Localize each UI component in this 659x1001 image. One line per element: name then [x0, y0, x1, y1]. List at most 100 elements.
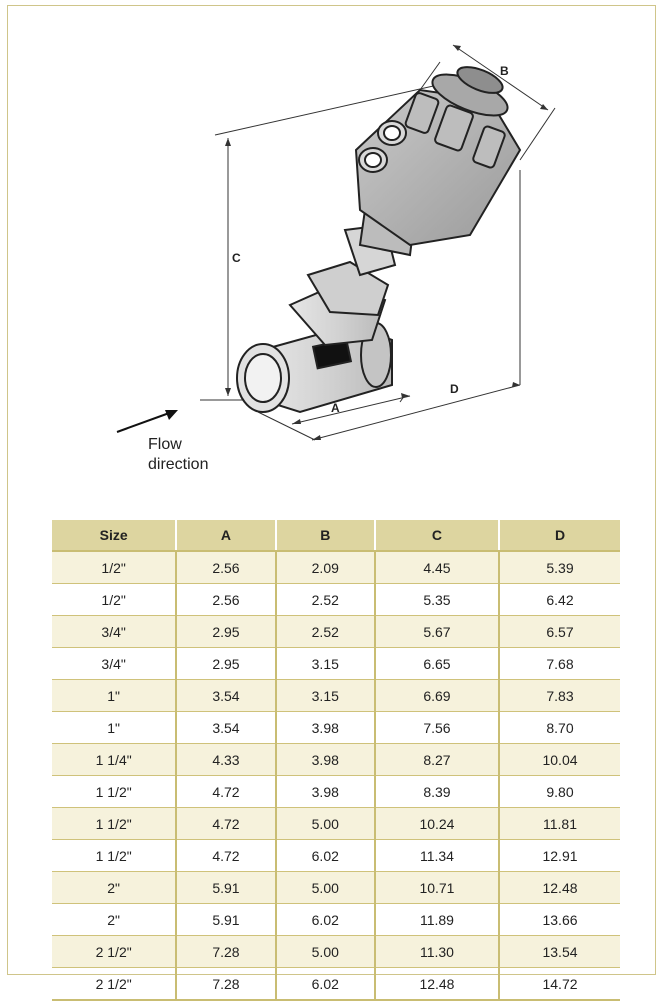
dimension-label-b: B	[500, 64, 509, 78]
column-header-d: D	[499, 520, 620, 552]
cell-d: 14.72	[499, 967, 620, 1001]
flow-label-line-1: Flow	[148, 436, 182, 453]
cell-size: 2 1/2"	[52, 935, 178, 968]
cell-a: 4.72	[176, 839, 277, 872]
cell-c: 11.34	[374, 839, 501, 872]
cell-c: 5.35	[374, 583, 501, 616]
cell-size: 1 1/2"	[52, 775, 178, 808]
cell-d: 13.66	[499, 903, 620, 936]
cell-b: 3.15	[275, 679, 376, 712]
column-header-b: B	[275, 520, 376, 552]
cell-c: 8.27	[374, 743, 501, 776]
cell-c: 8.39	[374, 775, 501, 808]
column-header-size: Size	[52, 520, 178, 552]
flow-direction-label: Flow direction	[148, 435, 208, 475]
cell-b: 2.09	[275, 551, 376, 584]
cell-b: 3.15	[275, 647, 376, 680]
cell-d: 10.04	[499, 743, 620, 776]
dimension-label-d: D	[450, 382, 459, 396]
cell-size: 2"	[52, 903, 178, 936]
cell-a: 4.72	[176, 807, 277, 840]
cell-d: 9.80	[499, 775, 620, 808]
cell-d: 6.42	[499, 583, 620, 616]
dimension-label-c: C	[232, 251, 241, 265]
cell-d: 6.57	[499, 615, 620, 648]
cell-b: 5.00	[275, 935, 376, 968]
cell-b: 2.52	[275, 615, 376, 648]
cell-c: 10.24	[374, 807, 501, 840]
cell-a: 2.95	[176, 647, 277, 680]
cell-d: 7.83	[499, 679, 620, 712]
cell-c: 11.89	[374, 903, 501, 936]
cell-a: 5.91	[176, 871, 277, 904]
valve-diagram	[116, 44, 556, 441]
cell-c: 11.30	[374, 935, 501, 968]
cell-d: 7.68	[499, 647, 620, 680]
cell-size: 3/4"	[52, 615, 178, 648]
cell-size: 2"	[52, 871, 178, 904]
cell-size: 2 1/2"	[52, 967, 178, 1001]
cell-b: 5.00	[275, 871, 376, 904]
cell-size: 1/2"	[52, 583, 178, 616]
cell-size: 1 1/4"	[52, 743, 178, 776]
cell-d: 5.39	[499, 551, 620, 584]
cell-c: 5.67	[374, 615, 501, 648]
cell-c: 6.69	[374, 679, 501, 712]
cell-b: 6.02	[275, 967, 376, 1001]
cell-d: 8.70	[499, 711, 620, 744]
cell-c: 4.45	[374, 551, 501, 584]
cell-a: 4.72	[176, 775, 277, 808]
cell-d: 12.48	[499, 871, 620, 904]
column-header-a: A	[176, 520, 277, 552]
cell-c: 6.65	[374, 647, 501, 680]
cell-b: 2.52	[275, 583, 376, 616]
cell-a: 7.28	[176, 935, 277, 968]
flow-label-line-2: direction	[148, 456, 209, 473]
cell-size: 3/4"	[52, 647, 178, 680]
cell-b: 6.02	[275, 903, 376, 936]
cell-a: 2.56	[176, 551, 277, 584]
cell-c: 7.56	[374, 711, 501, 744]
cell-size: 1"	[52, 679, 178, 712]
cell-b: 3.98	[275, 775, 376, 808]
cell-a: 3.54	[176, 711, 277, 744]
cell-b: 5.00	[275, 807, 376, 840]
cell-size: 1 1/2"	[52, 839, 178, 872]
dimension-label-a: A	[331, 401, 340, 415]
cell-d: 11.81	[499, 807, 620, 840]
cell-d: 12.91	[499, 839, 620, 872]
cell-a: 2.95	[176, 615, 277, 648]
cell-b: 3.98	[275, 711, 376, 744]
cell-size: 1 1/2"	[52, 807, 178, 840]
table-header: Size A B C D	[52, 520, 620, 552]
cell-b: 6.02	[275, 839, 376, 872]
cell-a: 2.56	[176, 583, 277, 616]
cell-size: 1"	[52, 711, 178, 744]
cell-d: 13.54	[499, 935, 620, 968]
cell-size: 1/2"	[52, 551, 178, 584]
cell-b: 3.98	[275, 743, 376, 776]
cell-c: 10.71	[374, 871, 501, 904]
cell-a: 3.54	[176, 679, 277, 712]
column-header-c: C	[374, 520, 501, 552]
cell-a: 5.91	[176, 903, 277, 936]
cell-a: 7.28	[176, 967, 277, 1001]
cell-c: 12.48	[374, 967, 501, 1001]
cell-a: 4.33	[176, 743, 277, 776]
